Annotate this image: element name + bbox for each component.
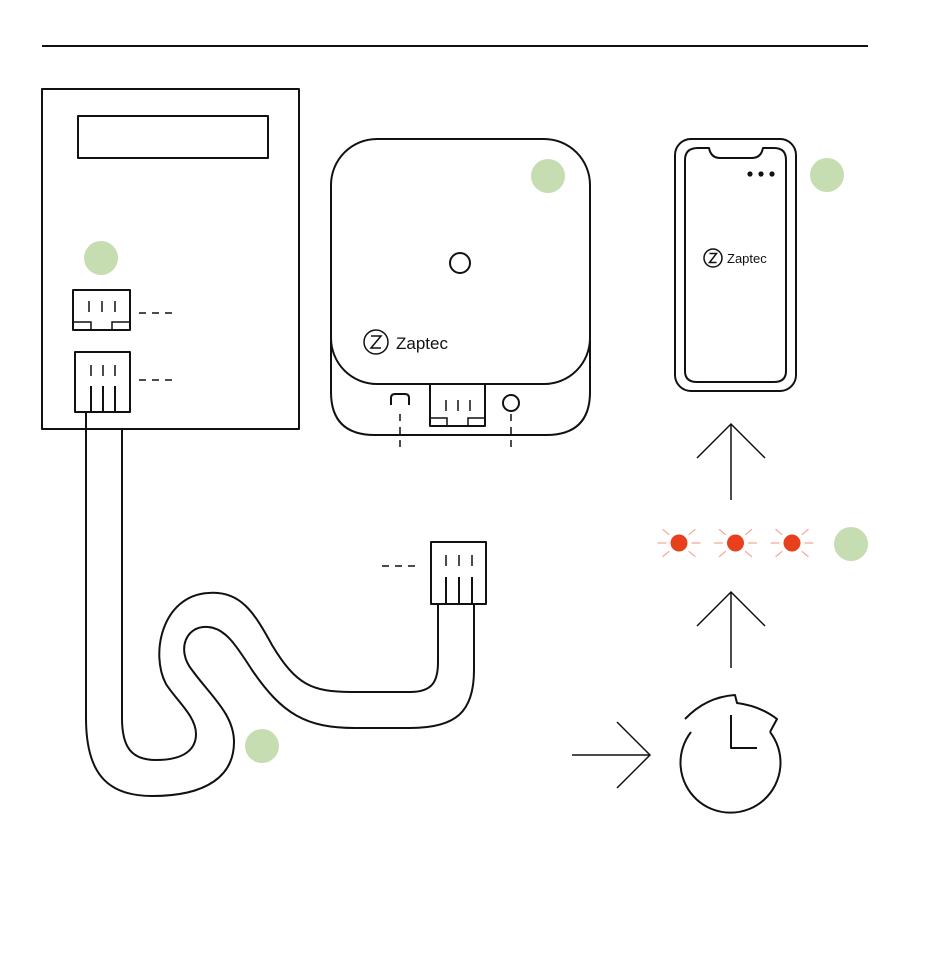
led-indicator: [771, 530, 813, 557]
meter-body: [42, 89, 299, 429]
led-glow-ray: [746, 530, 752, 535]
cable-inner-edge: [122, 429, 438, 760]
device-han-socket: [430, 384, 485, 426]
cable-outer-edge: [86, 412, 474, 796]
phone-menu-dot: [747, 171, 752, 176]
arrow-right: [572, 722, 650, 788]
red-blinking-led-icon: [658, 530, 813, 557]
led-glow-ray: [746, 551, 752, 556]
led-glow-ray: [689, 551, 695, 556]
led-glow-ray: [719, 551, 725, 556]
led-glow-ray: [802, 530, 808, 535]
led-light: [727, 535, 744, 552]
electricity-meter: [42, 89, 299, 429]
phone-app-logo: Zaptec: [704, 249, 767, 267]
cable-end-connector: [431, 542, 486, 604]
stopwatch-icon: [680, 695, 780, 813]
meter-step-marker: [84, 241, 118, 275]
device-logo-text: Zaptec: [396, 334, 448, 353]
device-usb-port: [391, 394, 409, 405]
device-reset-button: [503, 395, 519, 411]
led-light: [784, 535, 801, 552]
cable-step-marker: [245, 729, 279, 763]
meter-port-upper: [73, 290, 130, 330]
led-glow-ray: [663, 551, 669, 556]
led-glow-ray: [719, 530, 725, 535]
arrow-up-upper: [697, 424, 765, 500]
led-step-marker: [834, 527, 868, 561]
phone-menu-dot: [758, 171, 763, 176]
device-base: [331, 340, 590, 435]
stopwatch-hand: [731, 715, 757, 748]
smartphone-icon: Zaptec: [675, 139, 844, 391]
phone-menu-dot: [769, 171, 774, 176]
phone-logo-text: Zaptec: [727, 251, 767, 266]
arrow-up-lower: [697, 592, 765, 668]
led-glow-ray: [663, 530, 669, 535]
led-indicator: [658, 530, 700, 557]
meter-port-lower: [75, 352, 130, 412]
device-logo: Zaptec: [364, 330, 448, 354]
led-indicator: [715, 530, 757, 557]
led-glow-ray: [776, 530, 782, 535]
charger-step-marker: [531, 159, 565, 193]
led-glow-ray: [689, 530, 695, 535]
led-light: [671, 535, 688, 552]
phone-step-marker: [810, 158, 844, 192]
led-glow-ray: [776, 551, 782, 556]
device-status-light: [450, 253, 470, 273]
led-glow-ray: [802, 551, 808, 556]
han-cable: [86, 412, 474, 796]
zaptec-device: Zaptec: [331, 139, 590, 448]
meter-display: [78, 116, 268, 158]
